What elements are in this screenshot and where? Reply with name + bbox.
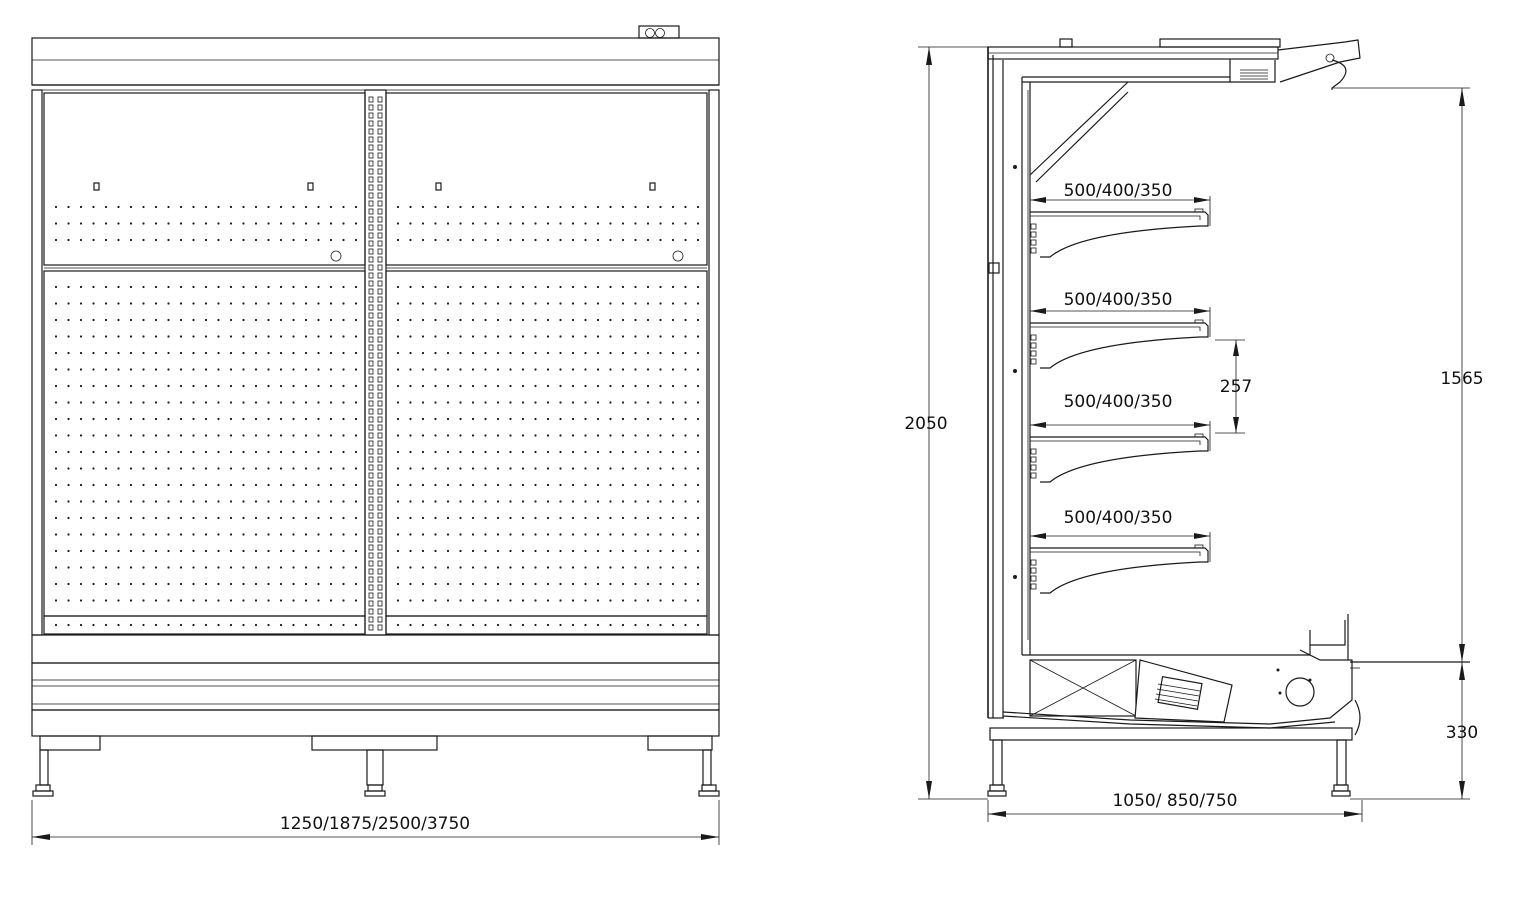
depth-dimension-label: 1050/ 850/750: [1112, 791, 1237, 811]
front-view: 1250/1875/2500/3750: [31, 25, 720, 845]
fan-unit: [1134, 659, 1233, 723]
side-leg-front: [992, 739, 1003, 786]
shelves: [1030, 196, 1211, 594]
shelf-depth-label-4: 500/400/350: [1064, 508, 1173, 528]
shelf-depth-label-3: 500/400/350: [1064, 392, 1173, 412]
side-leg-back: [1336, 739, 1347, 786]
front-base-grille: [31, 662, 720, 711]
front-canopy: [31, 37, 720, 86]
shelf-4: [1030, 532, 1211, 594]
side-base-frame: [989, 727, 1353, 741]
canopy-lamp: [1229, 59, 1276, 83]
top-light-housing: [1159, 38, 1281, 48]
shelf-2: [1030, 307, 1211, 369]
fan-grille: [1154, 676, 1203, 710]
shelf-1: [1030, 196, 1211, 258]
back-panel-upper-left: [43, 92, 366, 266]
shelf-depth-label-1: 500/400/350: [1064, 181, 1173, 201]
evaporator-box: [1029, 659, 1137, 717]
back-panel-upper-right: [385, 92, 708, 266]
depth-dimension-line: [987, 800, 1363, 822]
side-mount-points: [988, 165, 1017, 579]
shelf-depth-label-2: 500/400/350: [1064, 290, 1173, 310]
perforation-holes: [54, 205, 700, 627]
shelf-bracket-markers: [93, 182, 684, 262]
shelf-spacing-label: 257: [1220, 377, 1252, 397]
lamp-fins: [1240, 69, 1268, 80]
right-upright: [708, 89, 720, 636]
back-panel-bottom-right: [385, 615, 708, 635]
base-height-label: 330: [1446, 723, 1478, 743]
front-legs: [32, 735, 720, 797]
total-height-dimension-line: [918, 46, 988, 800]
drain-outlet: [1285, 677, 1315, 707]
front-base-upper: [31, 634, 720, 664]
display-height-label: 1565: [1440, 369, 1483, 389]
back-panel-bottom-left: [43, 615, 366, 635]
shelf-3: [1030, 421, 1211, 483]
switch-box: [638, 25, 680, 39]
left-upright: [31, 89, 43, 636]
front-plinth: [31, 709, 720, 737]
center-upright-slots: [368, 96, 383, 631]
total-height-label: 2050: [904, 414, 947, 434]
drain-pan: [1002, 649, 1353, 725]
width-dimension-line: [31, 800, 720, 845]
side-view: 2050 1565 330 257: [904, 38, 1484, 822]
base-height-dimension-line: [1350, 662, 1470, 800]
center-upright: [364, 89, 387, 636]
back-panel-lower-left: [43, 270, 366, 617]
display-height-dimension-line: [1332, 87, 1470, 662]
canopy-profile: [1277, 39, 1361, 83]
width-dimension-label: 1250/1875/2500/3750: [280, 814, 470, 834]
shelf-spacing-dimension-line: [1215, 339, 1245, 434]
back-panel-lower-right: [385, 270, 708, 617]
